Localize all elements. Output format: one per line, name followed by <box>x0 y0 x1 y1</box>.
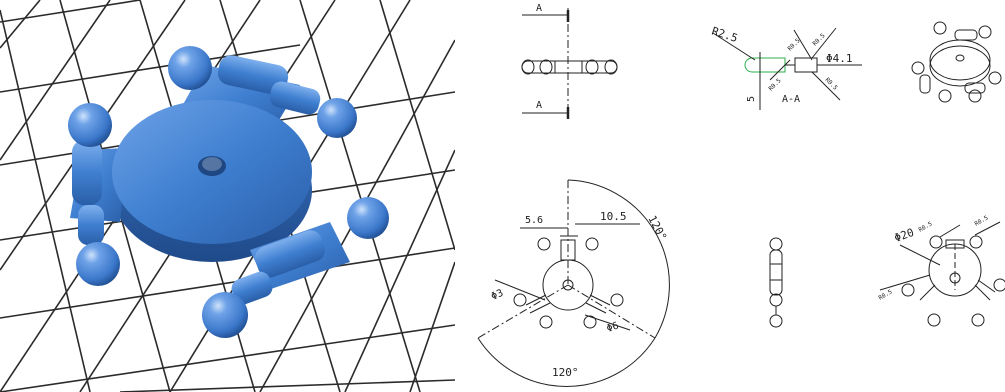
cut-label-bottom: A <box>536 100 542 111</box>
dim-fillet-radius: R2.5 <box>710 24 739 45</box>
section-detail-aa: R2.5 Φ4.1 5 R0.5 R0.5 R0.5 R0.5 A-A <box>710 24 862 110</box>
dim-small-radius-4: R0.5 <box>824 76 839 91</box>
dim-small-radius-3: R0.5 <box>767 77 782 92</box>
blue-part-model <box>68 46 389 338</box>
dim-pin-diameter-left: Φ3 <box>490 288 506 303</box>
dim-outer-diameter: Φ20 <box>893 226 916 245</box>
section-title: A-A <box>782 94 800 105</box>
dim-arm-offset-right: 10.5 <box>600 210 627 223</box>
dim-arm-offset-left: 5.6 <box>525 215 543 226</box>
isometric-view <box>911 21 1002 103</box>
top-view-angles: 5.6 10.5 120° 120° Φ3 Φ6 <box>477 179 670 387</box>
bottom-view: Φ20 R0.5 R0.5 R0.5 <box>878 214 1005 327</box>
dim-height: 5 <box>746 96 757 102</box>
section-cut-view: A A <box>521 3 618 120</box>
technical-drawings: A A R2.5 Φ4.1 5 R0.5 R0.5 R0.5 R0.5 A-A <box>477 3 1005 387</box>
cut-label-top: A <box>536 3 542 14</box>
dim-angle-right: 120° <box>645 213 669 243</box>
dim-pin-diameter-right: Φ6 <box>605 320 620 334</box>
dim-small-radius-2: R0.5 <box>811 32 826 47</box>
dim-angle-bottom: 120° <box>552 366 579 379</box>
dim-corner-radius-3: R0.5 <box>878 288 894 301</box>
dim-corner-radius-1: R0.5 <box>918 220 934 233</box>
render-3d-view <box>0 0 455 392</box>
dim-corner-radius-2: R0.5 <box>974 214 990 227</box>
dim-bore-diameter: Φ4.1 <box>826 52 853 65</box>
side-view <box>769 237 783 328</box>
